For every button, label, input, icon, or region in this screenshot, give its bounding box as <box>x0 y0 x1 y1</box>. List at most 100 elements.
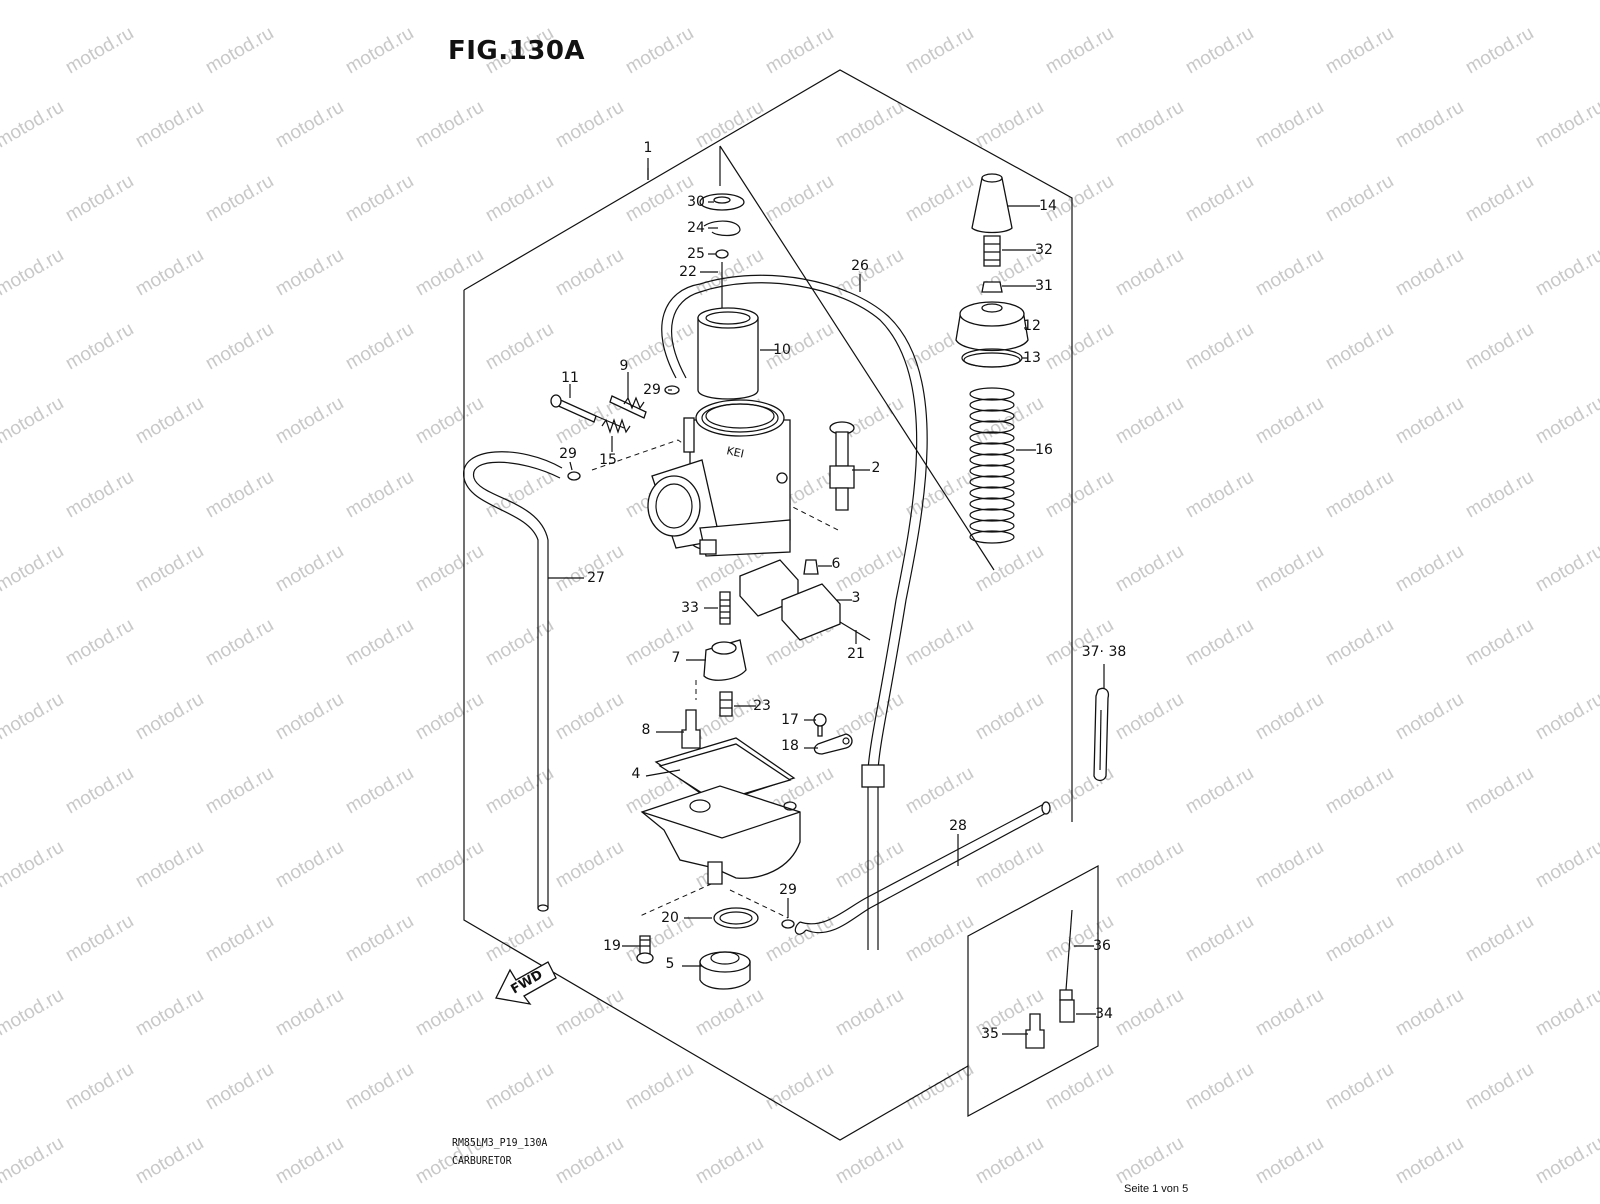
watermark-text: motod.ru <box>1252 985 1327 1041</box>
watermark-text: motod.ru <box>272 393 347 449</box>
callout-11: 11 <box>561 370 579 386</box>
callout-13: 13 <box>1023 350 1041 366</box>
watermark-text: motod.ru <box>412 541 487 597</box>
watermark-text: motod.ru <box>342 1059 417 1115</box>
watermark-text: motod.ru <box>482 1059 557 1115</box>
watermark-text: motod.ru <box>1182 467 1257 523</box>
watermark-text: motod.ru <box>342 911 417 967</box>
watermark-text: motod.ru <box>482 319 557 375</box>
watermark-text: motod.ru <box>1042 1059 1117 1115</box>
watermark-text: motod.ru <box>0 393 67 449</box>
watermark-text: motod.ru <box>832 837 907 893</box>
watermark-text: motod.ru <box>552 541 627 597</box>
baffle <box>703 639 747 681</box>
callout-9: 9 <box>620 358 629 374</box>
assembly-outline <box>463 69 1073 1141</box>
callout-14: 14 <box>1039 198 1057 214</box>
watermark-text: motod.ru <box>1462 1059 1537 1115</box>
figure-name: CARBURETOR <box>452 1154 512 1167</box>
watermark-text: motod.ru <box>692 0 767 4</box>
watermark-text: motod.ru <box>902 763 977 819</box>
watermark-text: motod.ru <box>902 171 977 227</box>
watermark-text: motod.ru <box>132 393 207 449</box>
watermark-text: motod.ru <box>1392 985 1467 1041</box>
watermark-text: motod.ru <box>832 0 907 4</box>
watermark-text: motod.ru <box>342 23 417 79</box>
watermark-text: motod.ru <box>1112 1133 1187 1189</box>
watermark-text: motod.ru <box>62 763 137 819</box>
watermark-text: motod.ru <box>1322 615 1397 671</box>
callout-29c: 29 <box>779 882 797 898</box>
watermark-text: motod.ru <box>762 23 837 79</box>
watermark-text: motod.ru <box>62 467 137 523</box>
watermark-text: motod.ru <box>902 911 977 967</box>
watermark-text: motod.ru <box>832 97 907 153</box>
watermark-text: motod.ru <box>552 689 627 745</box>
assembly-line-29c <box>729 889 789 919</box>
watermark-text: motod.ru <box>1322 911 1397 967</box>
callout-12: 12 <box>1023 318 1041 334</box>
watermark-text: motod.ru <box>132 541 207 597</box>
callout-27: 27 <box>587 570 605 586</box>
watermark-text: motod.ru <box>0 97 67 153</box>
watermark-text: motod.ru <box>1322 467 1397 523</box>
watermark-text: motod.ru <box>132 985 207 1041</box>
watermark-text: motod.ru <box>902 615 977 671</box>
watermark-text: motod.ru <box>1322 763 1397 819</box>
watermark-text: motod.ru <box>1392 837 1467 893</box>
watermark-text: motod.ru <box>412 393 487 449</box>
callout-1: 1 <box>644 140 653 156</box>
watermark-text: motod.ru <box>342 763 417 819</box>
callout-29b: 29 <box>559 446 577 462</box>
watermark-text: motod.ru <box>1462 911 1537 967</box>
watermark-text: motod.ru <box>972 689 1047 745</box>
watermark-text: motod.ru <box>342 171 417 227</box>
watermark-text: motod.ru <box>1252 245 1327 301</box>
watermark-text: motod.ru <box>1462 171 1537 227</box>
watermark-text: motod.ru <box>692 1133 767 1189</box>
watermark-text: motod.ru <box>972 97 1047 153</box>
hose-28 <box>794 801 1051 935</box>
float-assembly <box>739 559 871 641</box>
hose-26 <box>661 274 928 950</box>
watermark-text: motod.ru <box>622 319 697 375</box>
watermark-text: motod.ru <box>1252 393 1327 449</box>
watermark-text: motod.ru <box>552 1133 627 1189</box>
watermark-text: motod.ru <box>1112 985 1187 1041</box>
callout-7: 7 <box>672 650 681 666</box>
callout-23: 23 <box>753 698 771 714</box>
watermark-text: motod.ru <box>412 0 487 4</box>
watermark-text: motod.ru <box>62 1059 137 1115</box>
watermark-text: motod.ru <box>132 1133 207 1189</box>
watermark-text: motod.ru <box>482 171 557 227</box>
callout-8: 8 <box>642 722 651 738</box>
callout-29a: 29 <box>643 382 661 398</box>
callout-labels: 1234567891011121314151617181920212223242… <box>559 140 1126 1042</box>
watermark-text: motod.ru <box>342 467 417 523</box>
watermark-text: motod.ru <box>552 0 627 4</box>
watermark-text: motod.ru <box>1532 1133 1600 1189</box>
watermark-text: motod.ru <box>1392 393 1467 449</box>
watermark-text: motod.ru <box>0 0 67 4</box>
watermark-text: motod.ru <box>972 1133 1047 1189</box>
watermark-text: motod.ru <box>1392 1133 1467 1189</box>
tie-strap <box>1093 687 1110 782</box>
watermark-text: motod.ru <box>272 541 347 597</box>
callout-22: 22 <box>679 264 697 280</box>
watermark-text: motod.ru <box>1462 23 1537 79</box>
watermark-text: motod.ru <box>1182 23 1257 79</box>
callout-28: 28 <box>949 818 967 834</box>
spring-coil <box>969 420 1015 434</box>
watermark-text: motod.ru <box>832 1133 907 1189</box>
spring-coil <box>969 508 1015 522</box>
watermark-text: motod.ru <box>1182 171 1257 227</box>
watermark-text: motod.ru <box>272 689 347 745</box>
watermark-text: motod.ru <box>972 0 1047 4</box>
watermark-text: motod.ru <box>272 0 347 4</box>
spring-coil <box>969 442 1015 456</box>
watermark-text: motod.ru <box>622 911 697 967</box>
callout-5: 5 <box>666 956 675 972</box>
watermark-text: motod.ru <box>1532 0 1600 4</box>
callout-21: 21 <box>847 646 865 662</box>
watermark-text: motod.ru <box>1532 985 1600 1041</box>
